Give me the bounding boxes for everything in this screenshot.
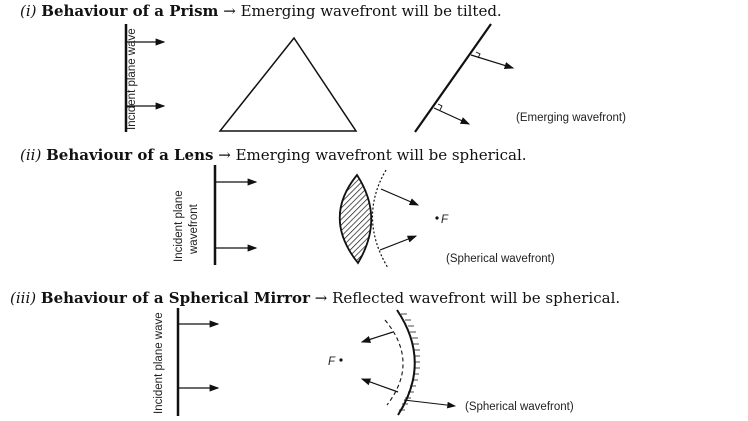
incident-label-3: Incident plane wave [153,312,165,414]
ray-arrow [360,331,394,343]
right-angle-mark [475,51,481,59]
incident-label-2a: Incident plane [173,190,185,262]
emerging-wavefront-label: (Emerging wavefront) [516,112,626,124]
focus-label: F [441,214,449,226]
spherical-wavefront [371,169,389,269]
incident-label-2b: wavefront [188,203,200,255]
section-2-heading: (ii) Behaviour of a Lens → Emerging wave… [20,146,527,164]
ray-arrow [433,107,471,125]
spherical-wavefront-label: (Spherical wavefront) [446,253,555,265]
tilted-wavefront [414,23,492,133]
ray-arrow [379,235,418,251]
focus-point [435,216,439,220]
prism [218,36,358,132]
mirror-hatching [399,313,420,411]
ray-arrow [470,54,515,69]
section-1-heading: (i) Behaviour of a Prism → Emerging wave… [20,2,502,20]
pointer-line [403,399,457,409]
focus-label: F [328,356,336,368]
focus-point [339,358,343,362]
right-angle-mark [437,103,443,111]
spherical-wavefront [384,319,404,406]
spherical-wavefront-label: (Spherical wavefront) [465,401,574,413]
ray-arrow [360,378,399,393]
ray-arrow [380,188,420,206]
convex-lens [338,173,373,265]
incident-label-1: Incident plane wave [126,28,138,130]
section-3-heading: (iii) Behaviour of a Spherical Mirror → … [10,289,620,307]
